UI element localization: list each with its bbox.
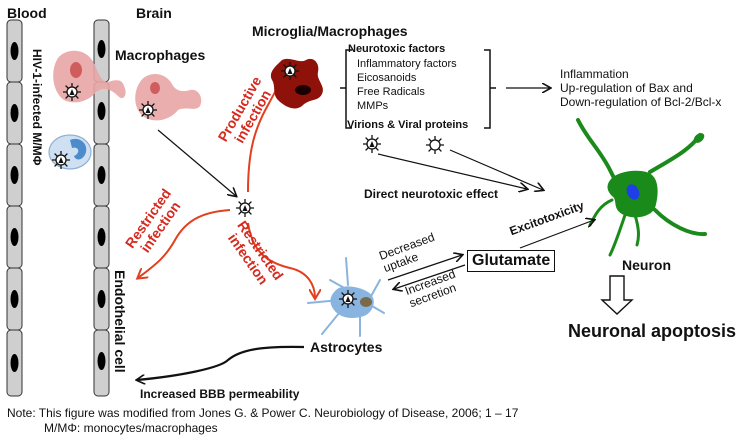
- outcome-item: Up-regulation of Bax and: [560, 81, 693, 95]
- header-blood: Blood: [7, 5, 47, 21]
- label-astrocytes: Astrocytes: [310, 339, 383, 355]
- virions-label: Virions & Viral proteins: [347, 119, 469, 131]
- label-hiv-infected: HIV-1-infected M/MΦ: [30, 49, 44, 166]
- arrow-apoptosis: [600, 275, 634, 315]
- endothelial-wall: [93, 19, 110, 397]
- bracket-left: [340, 49, 352, 129]
- note-line1: Note: This figure was modified from Jone…: [7, 406, 519, 420]
- virion-icon: [362, 134, 382, 154]
- arrow-direct-2: [449, 149, 543, 190]
- factors-heading: Neurotoxic factors: [348, 43, 446, 55]
- arrow-decreased-uptake: [387, 255, 462, 281]
- bracket-right: [484, 49, 496, 129]
- label-neuron: Neuron: [622, 257, 671, 273]
- arrow-macrophage-to-virion: [157, 129, 236, 196]
- arrow-excitotoxicity: [519, 220, 594, 249]
- arrow-bbb-permeability: [137, 345, 305, 380]
- viral-protein-icon: [425, 135, 445, 155]
- label-neuronal-apoptosis: Neuronal apoptosis: [568, 321, 737, 341]
- label-endothelial-cell: Endothelial cell: [112, 270, 128, 373]
- arrow-direct-1: [377, 153, 527, 189]
- note-line2: M/MΦ: monocytes/macrophages: [44, 421, 218, 435]
- outcome-item: Down-regulation of Bcl-2/Bcl-x: [560, 95, 722, 109]
- outcome-item: Inflammation: [560, 67, 629, 81]
- blood-vessel-wall: [6, 19, 23, 397]
- neuron-cell: [576, 118, 707, 257]
- macrophage-brain: [135, 74, 202, 121]
- central-virion-icon: [235, 198, 255, 218]
- label-bbb-permeability: Increased BBB permeability: [140, 387, 300, 401]
- factor-item: Eicosanoids: [357, 72, 417, 84]
- monocyte: [48, 134, 92, 170]
- arrow-restricted-down: [247, 222, 315, 298]
- arrow-restricted-left: [138, 209, 231, 278]
- arrow-increased-secretion: [394, 264, 466, 289]
- macrophage-transmigrating: [53, 50, 126, 103]
- astrocyte-cell: [307, 257, 385, 337]
- label-macrophages: Macrophages: [115, 47, 206, 63]
- header-brain: Brain: [136, 5, 172, 21]
- factor-item: Inflammatory factors: [357, 58, 457, 70]
- microglia-cell: [270, 58, 323, 109]
- factor-item: MMPs: [357, 100, 389, 112]
- factor-item: Free Radicals: [357, 86, 425, 98]
- label-microglia: Microglia/Macrophages: [252, 23, 408, 39]
- label-direct-neurotoxic: Direct neurotoxic effect: [364, 187, 499, 201]
- glutamate-box: Glutamate: [467, 250, 556, 272]
